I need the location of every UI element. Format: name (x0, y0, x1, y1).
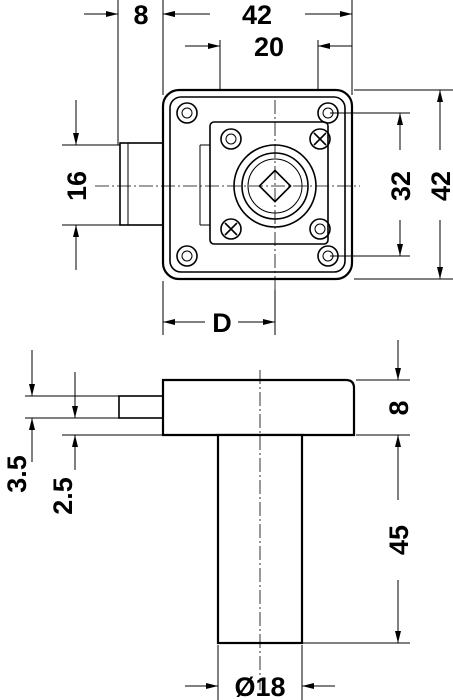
dimension-label-20: 20 (254, 32, 284, 62)
dimension-label-16: 16 (62, 171, 92, 201)
dimension-label-32: 32 (386, 171, 416, 201)
corner-screw-tl (176, 102, 198, 124)
dimension-label-42-top: 42 (242, 0, 272, 30)
dimension-label-2-5: 2.5 (48, 477, 78, 515)
dimension-8-right: 8 (384, 340, 414, 480)
dimension-2-5: 2.5 (48, 372, 78, 515)
dimension-label-45: 45 (384, 525, 414, 555)
inner-screw-tr-cross (309, 128, 331, 150)
dimension-8-top: 8 (84, 0, 200, 30)
side-view: 3.5 2.5 8 45 Ø18 (2, 340, 414, 700)
dimension-label-42-right: 42 (426, 171, 453, 201)
dimension-32: 32 (330, 112, 416, 257)
dimension-label-3-5: 3.5 (2, 455, 32, 493)
dimension-42-top: 42 (163, 0, 352, 30)
dimension-label-diameter-18: Ø18 (234, 672, 285, 700)
inner-screw-tl (220, 128, 242, 150)
dimension-45: 45 (384, 480, 414, 643)
top-view: 8 42 20 (62, 0, 453, 338)
dimension-16: 16 (62, 100, 120, 270)
dimension-label-8: 8 (133, 0, 148, 30)
inner-screw-bl-cross (220, 218, 242, 240)
dimension-42-right: 42 (354, 89, 453, 280)
dimension-D: D (162, 281, 276, 338)
corner-screw-bl (176, 245, 198, 267)
dimension-20: 20 (185, 32, 352, 62)
dimension-label-D: D (212, 308, 232, 338)
dimension-diameter-18: Ø18 (185, 672, 335, 700)
dimension-label-8-right: 8 (384, 400, 414, 415)
inner-screw-br (309, 218, 331, 240)
dimension-3-5: 3.5 (2, 350, 35, 493)
